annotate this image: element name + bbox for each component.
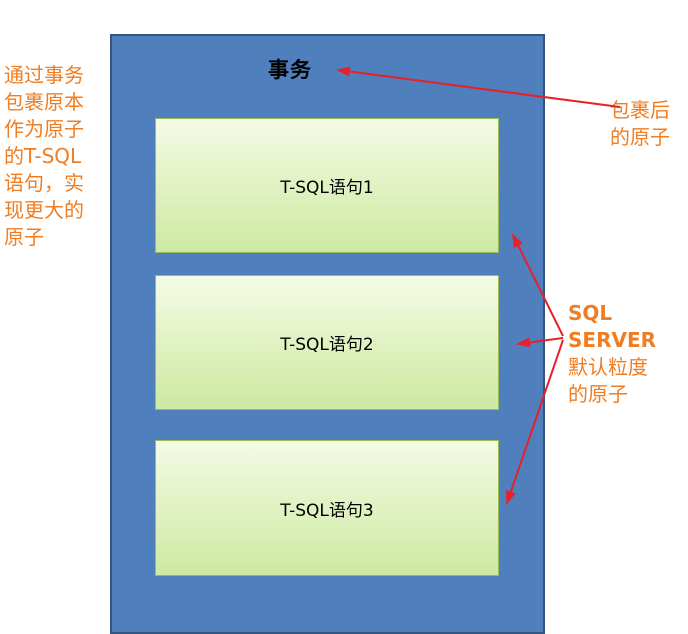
default-granularity-annotation-line: 的原子 — [568, 382, 628, 406]
tsql-statement-label-3: T-SQL语句3 — [280, 500, 374, 521]
left-annotation-line: 现更大的 — [4, 198, 84, 222]
left-annotation-line: 的T-SQL — [4, 144, 82, 168]
wrapped-atom-annotation: 包裹后 的原子 — [610, 97, 670, 151]
wrapped-atom-annotation-line: 的原子 — [610, 125, 670, 149]
left-annotation-line: 通过事务 — [4, 63, 84, 87]
default-granularity-annotation: SQL SERVER 默认粒度 的原子 — [568, 300, 656, 408]
left-annotation-line: 语句，实 — [4, 171, 84, 195]
wrapped-atom-annotation-line: 包裹后 — [610, 98, 670, 122]
left-annotation: 通过事务 包裹原本 作为原子 的T-SQL 语句，实 现更大的 原子 — [4, 62, 108, 251]
default-granularity-annotation-line: SQL — [568, 301, 613, 325]
tsql-statement-box-1: T-SQL语句1 — [155, 118, 499, 253]
tsql-statement-label-2: T-SQL语句2 — [280, 335, 374, 355]
left-annotation-line: 作为原子 — [4, 117, 84, 141]
default-granularity-annotation-line: 默认粒度 — [568, 355, 648, 379]
left-annotation-line: 包裹原本 — [4, 90, 84, 114]
tsql-statement-box-3: T-SQL语句3 — [155, 440, 499, 576]
default-granularity-annotation-line: SERVER — [568, 328, 657, 352]
tsql-statement-label-1: T-SQL语句1 — [280, 178, 374, 198]
transaction-title: 事务 — [268, 58, 312, 82]
left-annotation-line: 原子 — [4, 225, 44, 249]
tsql-statement-box-2: T-SQL语句2 — [155, 275, 499, 410]
